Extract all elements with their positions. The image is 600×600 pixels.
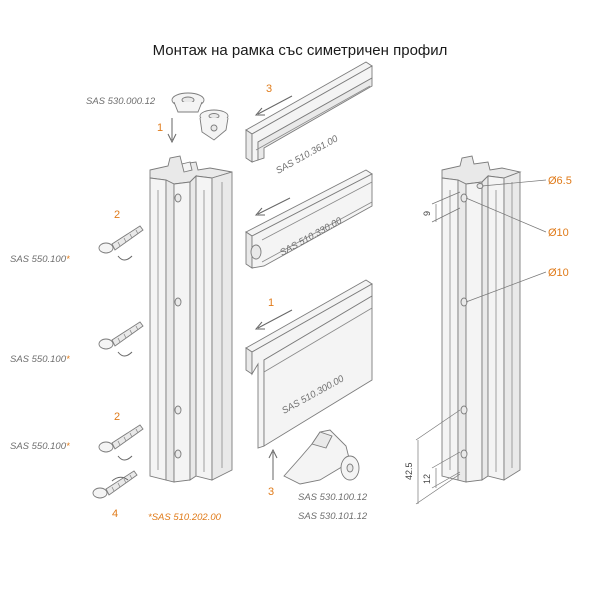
screw-3-code: SAS 550.100 [10,441,67,452]
left-profile [149,155,233,483]
step-screw-low: 2 [114,411,120,423]
screw-1 [98,225,144,261]
cap-code-label: SAS 530.000.12 [86,96,156,107]
profile-asterisk: * [148,512,152,523]
wheel-code-1: SAS 530.100.12 [298,492,368,503]
profile-code-label: *SAS 510.202.00 [148,512,222,523]
step-rail-top: 3 [266,83,272,95]
screw-3-label: SAS 550.100* [10,441,70,452]
right-profile [441,155,522,483]
wheel-code-2: SAS 530.101.12 [298,511,368,522]
arrow-rail-bottom [254,309,293,330]
step-screw-top: 2 [114,209,120,221]
rail-top [245,61,373,163]
dim-12: 12 [422,474,432,484]
rail-middle [245,169,373,269]
rail-bottom [245,279,373,449]
step-screw-bottom: 4 [112,508,118,520]
step-cap: 1 [157,122,163,134]
dim-hole-small: Ø6.5 [548,175,572,187]
arrow-rail-middle [254,197,291,216]
screw-2-code: SAS 550.100 [10,354,67,365]
profile-code: SAS 510.202.00 [152,512,222,523]
diagram-title: Монтаж на рамка със симетричен профил [153,42,448,59]
dim-42-5: 42.5 [404,462,414,480]
wheel-assembly [283,429,360,485]
screw-2 [98,321,144,357]
dim-hole-2: Ø10 [548,267,569,279]
arrow-cap-down [167,118,177,144]
rail-top-label: SAS 510.361.00 [274,133,340,177]
screw-4 [92,470,138,499]
screw-1-code: SAS 550.100 [10,254,67,265]
arrow-wheel-up [268,448,278,480]
dim-hole-1: Ø10 [548,227,569,239]
screw-3 [98,424,144,461]
step-rail-bottom: 1 [268,297,274,309]
screw-1-asterisk: * [66,254,70,265]
cap-bearing-part [171,92,229,141]
dim-9: 9 [422,211,432,216]
screw-3-asterisk: * [66,441,70,452]
screw-2-asterisk: * [66,354,70,365]
screw-1-label: SAS 550.100* [10,254,70,265]
step-wheel: 3 [268,486,274,498]
arrow-rail-top [254,95,293,116]
dimension-leaders [415,179,547,505]
screw-2-label: SAS 550.100* [10,354,70,365]
